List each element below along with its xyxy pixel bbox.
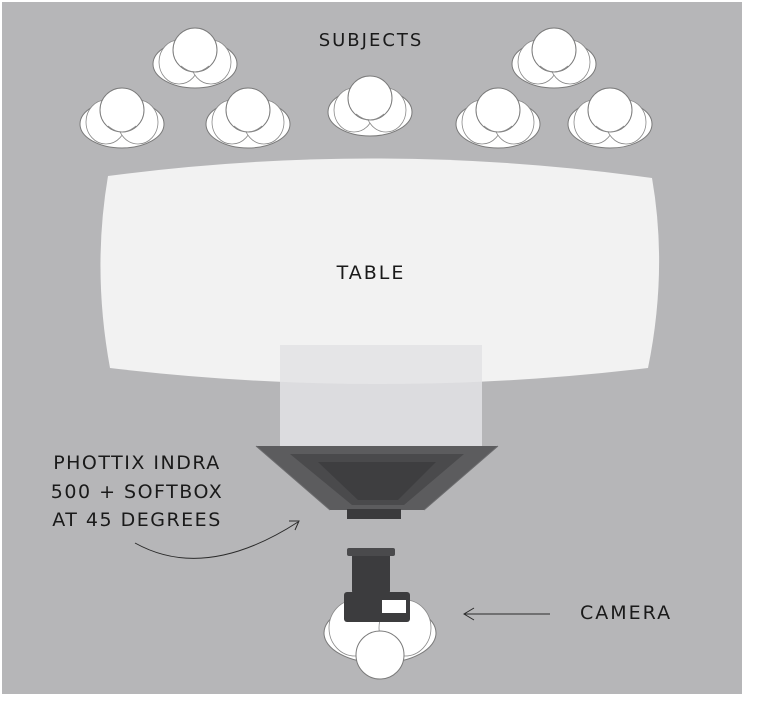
table-shape — [100, 158, 660, 384]
light-label: PHOTTIX INDRA 500 + SOFTBOX AT 45 DEGREE… — [22, 449, 252, 535]
light-beam — [280, 345, 482, 450]
light-label-line: AT 45 DEGREES — [52, 509, 222, 531]
camera-label: CAMERA — [580, 602, 673, 624]
table-label: TABLE — [336, 262, 406, 284]
softbox-mount — [347, 509, 401, 519]
subjects-label: SUBJECTS — [318, 30, 424, 51]
light-label-line: 500 + SOFTBOX — [50, 480, 224, 503]
camera-pointer-arrow — [463, 607, 550, 621]
softbox — [255, 445, 499, 519]
light-callout-arrow — [134, 520, 300, 559]
light-label-line: PHOTTIX INDRA — [53, 452, 221, 474]
camera-icon — [344, 548, 410, 622]
